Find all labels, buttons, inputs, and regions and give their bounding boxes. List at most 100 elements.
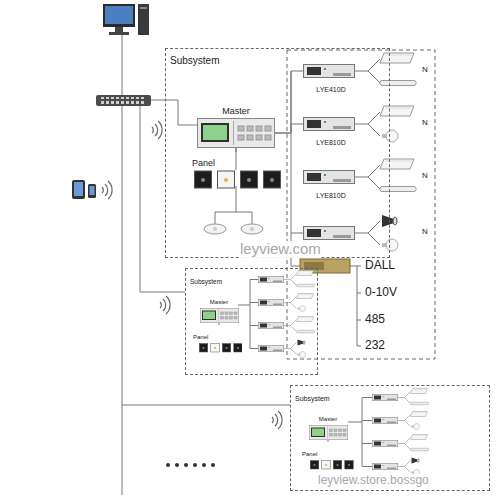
module-body (307, 67, 321, 75)
wall-panels (237, 347, 239, 349)
module-body (333, 179, 351, 182)
wall-panels (234, 344, 243, 353)
wall-panels (214, 347, 216, 349)
wall-panels (199, 344, 208, 353)
connector (275, 71, 303, 133)
protocol-label: DALL (365, 259, 395, 272)
lamp-icon (297, 317, 314, 322)
protocol-label: 0-10V (365, 286, 397, 299)
lamp-icon (412, 424, 420, 430)
dimmer-module (372, 463, 398, 470)
ellipsis-dots (202, 463, 206, 467)
master-device (311, 428, 325, 438)
wire (355, 165, 380, 189)
computer-icon (103, 4, 135, 27)
master-device (312, 429, 324, 437)
master-device (329, 429, 332, 432)
computer-icon (103, 4, 149, 35)
wall-panels (311, 461, 320, 470)
master-controller: Master (196, 290, 242, 323)
master-device (202, 311, 216, 321)
neutral-mark: N (422, 66, 428, 75)
dimmer-module (372, 440, 398, 447)
node-label: LYE410D (316, 86, 345, 94)
wall-panels (322, 461, 331, 470)
computer-icon (115, 27, 123, 32)
wall-panels (334, 461, 343, 470)
neutral-mark: N (422, 228, 428, 237)
wall-panels (310, 460, 354, 470)
wall-panels (211, 344, 220, 353)
master-device (220, 317, 223, 320)
master-device (326, 427, 328, 439)
ellipsis-dots (184, 463, 188, 467)
lamp-icon (297, 271, 314, 276)
master-device (201, 123, 229, 142)
sensor (204, 224, 226, 234)
module-body (304, 171, 355, 184)
module-body (303, 64, 355, 78)
wire (284, 320, 297, 332)
protocol-label: 485 (365, 313, 385, 326)
sensor (204, 224, 263, 234)
node-label: Panel (302, 451, 317, 458)
lamp-icon (297, 330, 315, 333)
wall-panels (224, 178, 228, 182)
master-device (220, 312, 223, 315)
computer-icon (109, 32, 129, 35)
connector (236, 148, 237, 170)
master-device (338, 429, 341, 432)
master-device (309, 425, 348, 440)
watermark: leyview.com (240, 241, 321, 258)
network-cable (348, 398, 372, 467)
subsystem-box: SubsystemMasterPanelLYE410DLYE810DLYE810… (165, 48, 390, 258)
master-device (229, 312, 232, 315)
network-cable (122, 405, 290, 406)
lamp-icon (380, 159, 414, 169)
master-device (200, 308, 239, 323)
ellipsis-dots (166, 463, 215, 467)
wall-panels (270, 178, 274, 182)
lamp-icon (382, 130, 398, 142)
dimmer-module (258, 299, 284, 306)
wall-panels (201, 178, 205, 182)
lamp-icon (411, 448, 429, 451)
network-cable (291, 71, 303, 266)
network-cable (215, 186, 252, 224)
mobile-devices (90, 186, 95, 195)
wall-panels (345, 461, 354, 470)
wall-panels (222, 344, 231, 353)
node-label: Panel (193, 334, 208, 341)
lamp-icon (298, 352, 306, 358)
dimmer-module (372, 394, 398, 401)
master-device (217, 310, 219, 322)
node-label: LYE810D (316, 139, 345, 147)
network-switch (96, 95, 151, 106)
network-cable (238, 280, 258, 349)
computer-icon (105, 6, 133, 24)
wire (284, 274, 297, 286)
wire (355, 221, 380, 245)
node-label: LYE810D (316, 192, 345, 200)
wall-panels (314, 464, 316, 466)
panel-group: Panel (302, 442, 362, 470)
dimmer-module (258, 322, 284, 329)
wire (398, 392, 411, 404)
wall-panels (247, 178, 251, 182)
dimmer-module: LYE810D (303, 117, 359, 149)
neutral-mark: N (422, 119, 428, 128)
wall-panels (241, 171, 258, 188)
wall-panels (218, 171, 235, 188)
ellipsis-dots (211, 463, 215, 467)
module-body (324, 121, 326, 123)
master-device (247, 126, 253, 131)
network-cable (140, 106, 185, 292)
module-body (324, 68, 326, 70)
master-device (234, 312, 237, 315)
master-device (343, 429, 346, 432)
wire (398, 461, 411, 473)
wire (398, 438, 411, 450)
master-device (247, 135, 253, 140)
wire (284, 343, 297, 355)
node-label: Subsystem (170, 55, 219, 67)
